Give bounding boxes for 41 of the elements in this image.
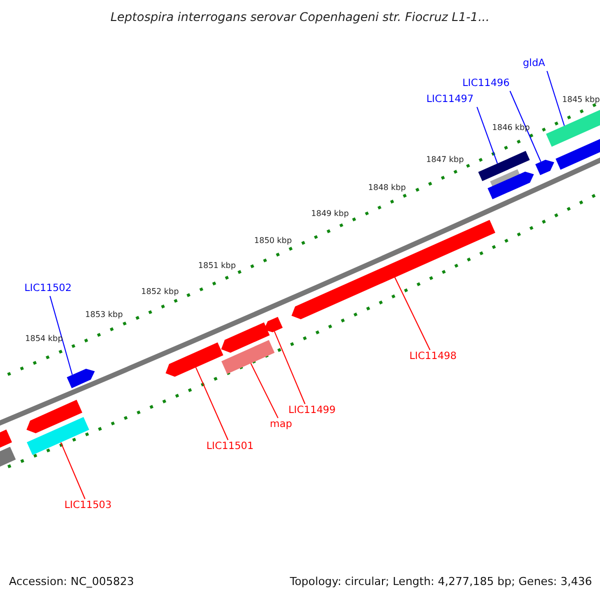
gene-feature [292, 220, 496, 320]
gene-bar [221, 340, 275, 374]
gene-feature [66, 368, 95, 388]
gene-label: LIC11501 [206, 441, 254, 453]
gene-label: LIC11499 [288, 405, 336, 417]
gene-feature [221, 322, 270, 353]
scale-tick-label: 1853 kbp [85, 310, 123, 320]
leader-line [476, 106, 498, 164]
leader-line [195, 366, 228, 440]
gene-feature [264, 316, 283, 332]
scale-tick-label: 1848 kbp [368, 183, 406, 193]
scale-tick-label: 1847 kbp [426, 155, 464, 165]
scale-tick-label: 1845 kbp [562, 95, 600, 105]
gene-bar [0, 430, 12, 450]
scale-tick-label: 1851 kbp [198, 261, 236, 271]
gene-feature [26, 400, 82, 434]
gene-label: LIC11503 [64, 500, 112, 512]
leader-line [250, 362, 278, 418]
leader-line [50, 296, 73, 376]
gene-feature [166, 342, 224, 377]
scale-tick-label: 1852 kbp [141, 287, 179, 297]
gene-bar [478, 150, 530, 182]
gene-label: map [270, 419, 292, 431]
gene-bar [26, 417, 90, 455]
gene-label: LIC11496 [462, 78, 510, 90]
genome-stats-note: Topology: circular; Length: 4,277,185 bp; Genes: 3,436 [290, 574, 592, 590]
leader-line [394, 276, 430, 350]
leader-line [60, 442, 86, 500]
gene-label: gldA [522, 58, 546, 70]
gene-feature [488, 172, 534, 200]
gene-label: LIC11502 [24, 283, 72, 295]
leader-line [510, 90, 542, 162]
gene-label: LIC11498 [409, 351, 457, 363]
gene-feature [535, 160, 554, 176]
map-title: Leptospira interrogans serovar Copenhageni str. Fiocruz L1-1... [109, 9, 491, 26]
leader-line [274, 330, 306, 404]
gene-bar [0, 446, 16, 470]
accession-note: Accession: NC_005823 [9, 574, 134, 590]
gene-label: LIC11497 [426, 94, 474, 106]
leader-line [546, 70, 565, 126]
scale-tick-label: 1850 kbp [254, 236, 292, 246]
